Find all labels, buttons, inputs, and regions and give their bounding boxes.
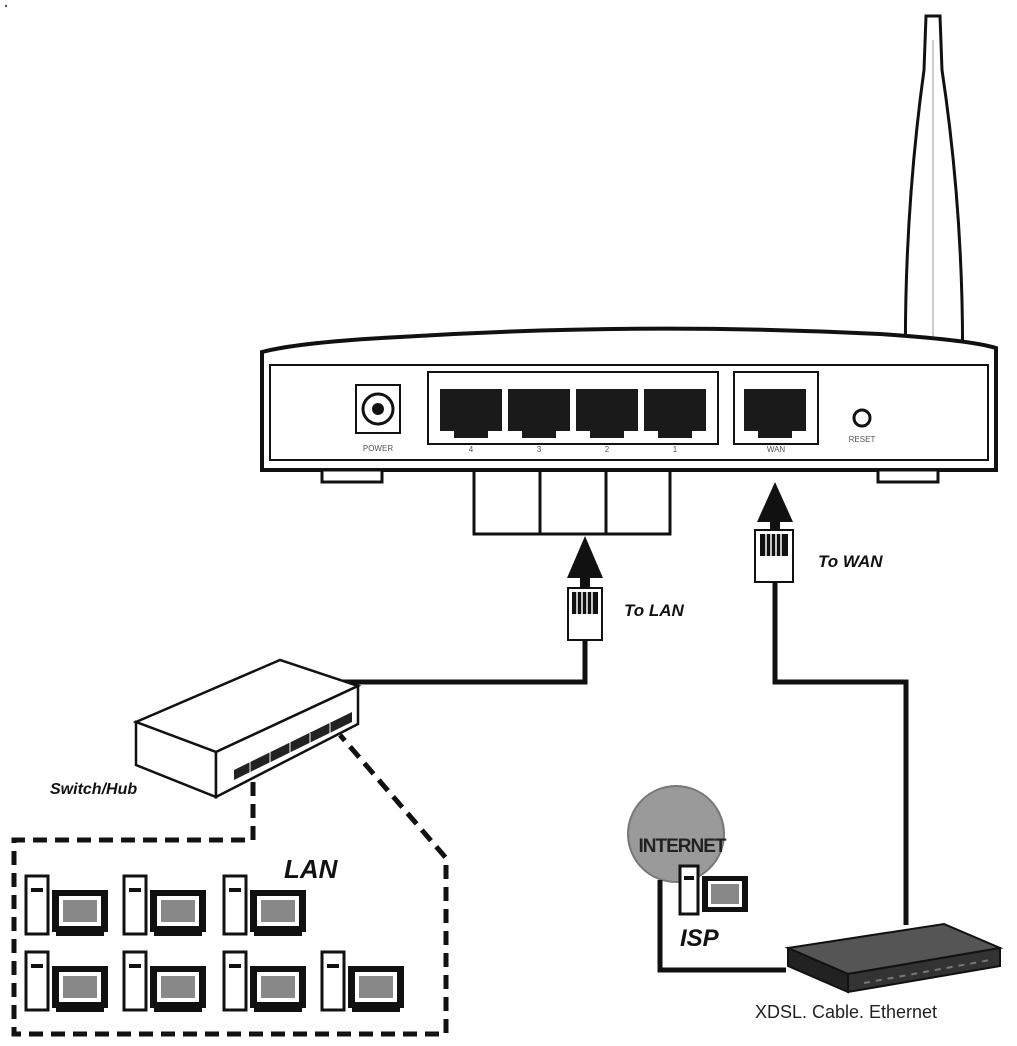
router: POWER 4 3 2 1 WAN RESET — [260, 326, 998, 484]
lan-port-4 — [440, 389, 502, 438]
lan-cable — [340, 640, 588, 685]
lan-port-label-3: 3 — [537, 445, 542, 454]
lan-port-label-2: 2 — [605, 445, 610, 454]
lan-computer — [122, 874, 206, 936]
modem — [784, 922, 1004, 994]
lan-port-2 — [576, 389, 638, 438]
lan-computer — [24, 950, 108, 1012]
power-jack — [355, 384, 401, 434]
wan-arrow — [757, 482, 793, 535]
lan-plug-icon — [567, 587, 603, 641]
lan-computer — [122, 950, 206, 1012]
wan-port-label: WAN — [767, 445, 786, 454]
lan-computer — [320, 950, 404, 1012]
to-lan-label: To LAN — [624, 601, 685, 620]
switch-hub-label: Switch/Hub — [50, 781, 137, 798]
wan-plug-icon — [754, 529, 794, 583]
lan-arrow — [567, 536, 603, 591]
router-foot-right — [876, 468, 940, 484]
lan-computer — [222, 950, 306, 1012]
lan-port-1 — [644, 389, 706, 438]
router-foot-left — [320, 468, 384, 484]
internet-cloud — [627, 785, 725, 883]
corner-dot — [4, 4, 8, 8]
lan-cable-bracket — [472, 468, 672, 536]
isp-label: ISP — [680, 925, 720, 952]
internet-label: INTERNET — [639, 836, 727, 857]
modem-types-label: XDSL. Cable. Ethernet — [755, 1002, 937, 1022]
isp-cable — [657, 880, 786, 973]
reset-button — [852, 408, 872, 428]
switch-hub — [132, 658, 362, 800]
lan-port-3 — [508, 389, 570, 438]
to-wan-label: To WAN — [818, 552, 883, 571]
lan-port-label-4: 4 — [469, 445, 474, 454]
isp-computer — [678, 864, 748, 916]
wan-port — [744, 389, 806, 438]
wan-cable — [772, 582, 909, 925]
lan-computer — [24, 874, 108, 936]
lan-port-label-1: 1 — [673, 445, 678, 454]
lan-label: LAN — [284, 854, 339, 884]
lan-computer — [222, 874, 306, 936]
reset-label: RESET — [849, 435, 876, 444]
lan-boundary — [11, 733, 449, 1037]
power-label: POWER — [363, 444, 393, 453]
